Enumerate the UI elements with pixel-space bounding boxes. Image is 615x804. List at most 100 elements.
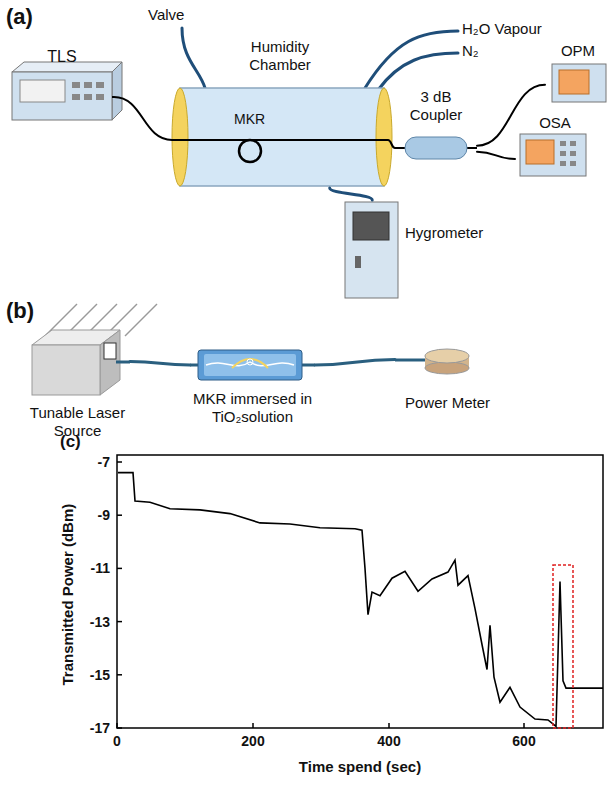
osa-device-part <box>560 141 566 146</box>
device-label: OSA <box>515 114 595 132</box>
device-node: Humidity Chamber <box>172 36 388 188</box>
chart-frame-part-part <box>388 723 390 728</box>
osa-device-part <box>560 161 566 166</box>
device-label: Hygrometer <box>405 224 513 242</box>
chart-frame-part-part <box>523 723 525 728</box>
cable <box>330 188 373 200</box>
chart-frame-part-part <box>117 514 122 516</box>
laser-source-device-part <box>116 361 130 364</box>
cable <box>114 97 172 140</box>
water-bath-part <box>302 364 315 367</box>
cable <box>315 360 395 365</box>
panel-letter: (a) <box>6 4 33 29</box>
water-bath <box>190 350 315 380</box>
tls-device-part <box>12 72 112 120</box>
chart-frame-part-part <box>117 461 122 463</box>
panel-letter: (b) <box>6 298 34 323</box>
cable <box>130 362 190 365</box>
chart-frame-part-part <box>252 723 254 728</box>
chart-frame-part-part <box>117 674 122 676</box>
osa-device-part <box>560 151 566 156</box>
tick-label: -17 <box>90 720 110 736</box>
opm-device-part <box>559 70 589 94</box>
osa-device-part <box>520 134 586 176</box>
water-bath-part <box>198 350 302 380</box>
water-bath-part <box>247 359 253 365</box>
device-node: Hygrometer <box>343 200 515 300</box>
device-node: OSA <box>515 114 595 180</box>
device-node: Power Meter <box>395 338 500 428</box>
tick-label: 200 <box>241 733 264 749</box>
osa-device-part <box>526 140 554 164</box>
laser-source-device-part <box>32 345 100 395</box>
humidity-chamber-part <box>172 88 188 186</box>
tick-label: -11 <box>91 560 110 576</box>
hygrometer-device-part <box>353 212 389 240</box>
opm-device <box>552 64 606 102</box>
device-node: MKR immersed in TiO₂solution <box>190 340 315 440</box>
tls-device-part <box>72 82 80 88</box>
opm-device-part <box>552 64 606 102</box>
chart-frame-part <box>117 455 603 728</box>
tls-device-part <box>96 94 104 100</box>
part-name: H₂O Vapour <box>462 20 542 37</box>
hygrometer-device <box>345 202 398 298</box>
hygrometer-device-part <box>355 256 361 268</box>
chart-frame-part <box>118 473 603 727</box>
osa-device-part <box>570 141 576 146</box>
laser-source-device <box>32 304 157 395</box>
tubes-part <box>378 53 458 90</box>
tubes-part <box>365 31 458 88</box>
axis-title: Time spend (sec) <box>299 758 421 775</box>
tick-label: 0 <box>113 733 121 749</box>
axis-title: Transmitted Power (dBm) <box>59 504 76 686</box>
chart-frame <box>117 455 603 728</box>
humidity-chamber-part <box>239 140 261 162</box>
panel-letter: (c) <box>60 432 81 452</box>
tick-label: -13 <box>90 614 110 630</box>
tick-label: -15 <box>90 667 110 683</box>
laser-source-device-part <box>104 343 116 359</box>
power-meter-device-part <box>395 359 426 362</box>
part-name: MKR <box>234 111 265 127</box>
device-node: TLS <box>10 48 114 124</box>
coupler <box>395 137 477 159</box>
power-meter-device-part <box>425 362 469 374</box>
cable <box>477 85 545 146</box>
device-label: TLS <box>10 48 114 66</box>
osa-device <box>520 134 586 176</box>
chart-frame-part-part <box>117 621 122 623</box>
chart-frame-part-part <box>117 568 122 570</box>
cable <box>388 140 395 148</box>
tls-device-part <box>72 94 80 100</box>
chart-frame-part-part <box>116 723 118 728</box>
chart-frame-part <box>117 462 524 728</box>
power-meter-device-part <box>425 349 469 363</box>
device-node: OPM <box>545 42 611 110</box>
device-node: 3 dB Coupler <box>395 88 477 163</box>
water-bath-part <box>204 354 296 376</box>
tls-device-part <box>84 94 92 100</box>
tls-device-part <box>112 62 122 120</box>
cable <box>477 152 515 159</box>
tls-device-part <box>20 80 65 102</box>
device-label: OPM <box>545 42 611 60</box>
device-node: Tunable Laser Source <box>25 318 130 446</box>
tick-label: 600 <box>512 733 535 749</box>
device-label: Power Meter <box>395 394 500 412</box>
osa-device-part <box>570 151 576 156</box>
tls-device-part <box>96 82 104 88</box>
water-bath-part <box>232 359 268 368</box>
laser-source-device-part-part <box>125 304 157 336</box>
humidity-chamber-part <box>180 88 384 186</box>
tick-label: -7 <box>98 454 110 470</box>
humidity-chamber-part <box>172 139 388 141</box>
hygrometer-device-part <box>345 202 398 298</box>
tls-device <box>12 62 122 120</box>
device-label: Humidity Chamber <box>232 38 328 74</box>
device-label: 3 dB Coupler <box>401 88 471 124</box>
tubes-part <box>182 28 205 88</box>
power-meter-device <box>395 349 469 374</box>
coupler-part <box>405 137 467 159</box>
chart-frame-part <box>553 565 573 728</box>
